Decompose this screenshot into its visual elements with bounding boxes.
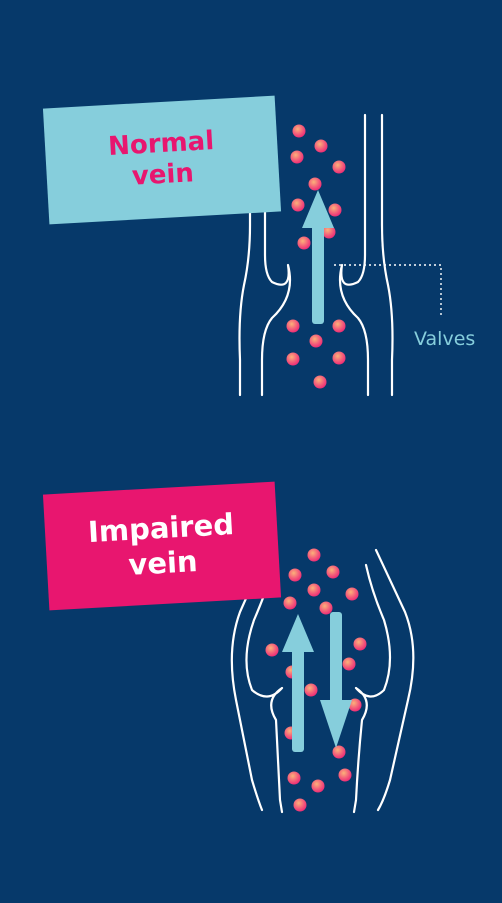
normal-blood-cells	[286, 124, 346, 389]
blood-cell	[314, 139, 328, 153]
blood-cell	[290, 150, 304, 164]
blood-cell	[328, 203, 342, 217]
blood-cell	[319, 601, 333, 615]
normal-vein-label-card: Normal vein	[42, 95, 282, 225]
blood-cell	[293, 798, 307, 812]
arrow-up-icon	[302, 190, 334, 324]
blood-cell	[308, 177, 322, 191]
blood-cell	[283, 596, 297, 610]
blood-cell	[311, 779, 325, 793]
blood-cell	[313, 375, 327, 389]
blood-cell	[286, 352, 300, 366]
impaired-vein-right-inner-wall	[352, 563, 392, 814]
blood-cell	[288, 568, 302, 582]
impaired-vein-left-inner-wall	[245, 570, 284, 814]
blood-cell	[309, 334, 323, 348]
impaired-blood-cells	[265, 548, 367, 812]
valves-leader-line	[334, 264, 442, 316]
normal-vein-walls	[238, 113, 394, 397]
blood-cell	[332, 351, 346, 365]
blood-cell	[297, 236, 311, 250]
blood-cell	[265, 643, 279, 657]
arrow-down-icon	[320, 612, 352, 748]
blood-cell	[332, 745, 346, 759]
normal-vein-left-inner-wall	[260, 123, 292, 397]
valves-label: Valves	[414, 328, 476, 350]
blood-cell	[287, 771, 301, 785]
normal-vein-title-line1: Normal	[107, 125, 215, 162]
impaired-vein-label-card: Impaired vein	[42, 481, 282, 611]
blood-cell	[326, 565, 340, 579]
impaired-vein-left-outer-wall	[230, 553, 267, 812]
blood-cell	[304, 683, 318, 697]
blood-cell	[307, 583, 321, 597]
blood-cell	[322, 225, 336, 239]
blood-cell	[345, 587, 359, 601]
impaired-vein-right-outer-wall	[374, 548, 415, 812]
blood-cell	[338, 768, 352, 782]
normal-vein-right-inner-wall	[338, 113, 370, 397]
blood-cell	[291, 198, 305, 212]
blood-cell	[286, 319, 300, 333]
blood-cell	[332, 319, 346, 333]
blood-cell	[292, 124, 306, 138]
impaired-vein-walls	[230, 548, 415, 814]
blood-cell	[332, 160, 346, 174]
normal-vein-title-line2: vein	[131, 158, 195, 192]
arrow-up-icon	[282, 614, 314, 752]
normal-vein-right-outer-wall	[380, 113, 394, 397]
blood-cell	[307, 548, 321, 562]
blood-cell	[342, 657, 356, 671]
blood-cell	[353, 637, 367, 651]
normal-vein-left-outer-wall	[238, 123, 252, 397]
blood-cell	[348, 698, 362, 712]
